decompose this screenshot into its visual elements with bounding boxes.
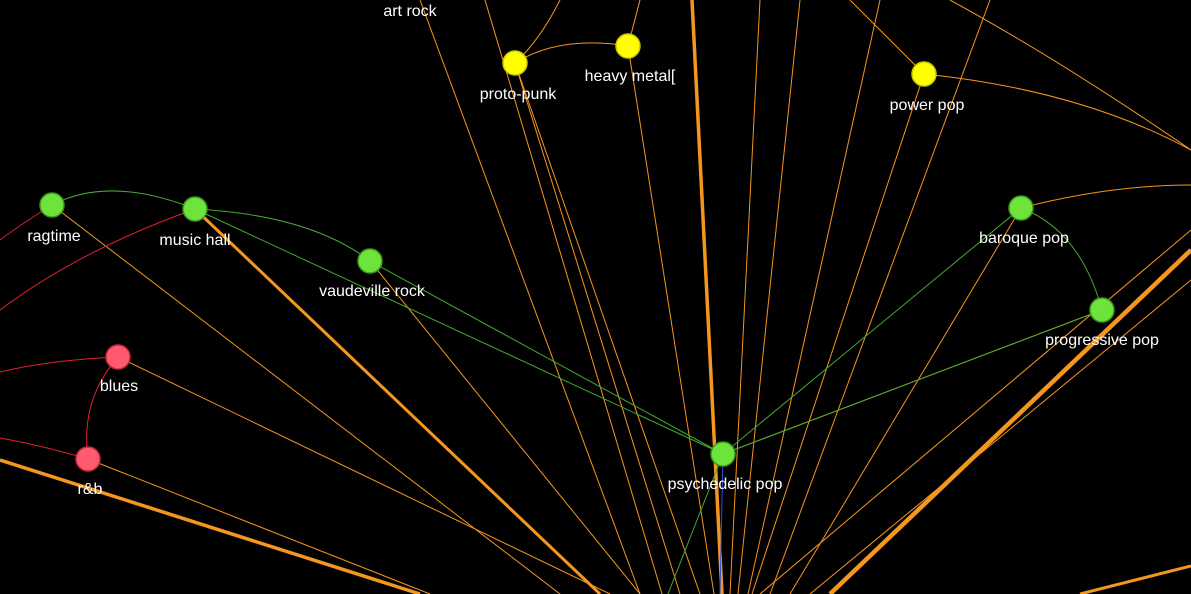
edge-out-8 (949, 0, 1191, 151)
node-proto-punk[interactable]: proto-punk (480, 50, 557, 103)
edge-vaudeville-rock-hub (369, 260, 641, 594)
node-circle-r-and-b[interactable] (75, 446, 101, 472)
node-circle-heavy-metal[interactable] (615, 33, 641, 59)
node-circle-vaudeville-rock[interactable] (357, 248, 383, 274)
edge-music-hall-vaudeville-rock (194, 208, 371, 262)
node-label-proto-punk: proto-punk (480, 86, 557, 103)
edge-proto-punk-hub-a (514, 62, 681, 594)
node-label-heavy-metal: heavy metal[ (585, 68, 676, 85)
node-label-blues: blues (100, 378, 138, 395)
edge-baroque-pop-hub (789, 207, 1022, 594)
node-label-psychedelic-pop: psychedelic pop (668, 476, 783, 493)
edge-out-9 (769, 0, 991, 594)
edge-right-bottom (1079, 564, 1191, 594)
edge-right-thick (828, 248, 1191, 594)
edge-out-7 (747, 0, 881, 594)
node-circle-blues[interactable] (105, 344, 131, 370)
edge-vaudeville-rock-psychedelic-pop (369, 260, 724, 455)
node-r-and-b[interactable]: r&b (75, 446, 103, 498)
node-label-ragtime: ragtime (27, 228, 80, 245)
edge-thick-vertical (690, 0, 724, 594)
edge-ragtime-music-hall (51, 190, 196, 210)
edge-music-hall-hub-thick (193, 207, 602, 594)
edge-baroque-pop-progressive-pop (1020, 207, 1103, 311)
edge-right-1 (759, 229, 1191, 594)
node-label-power-pop: power pop (890, 97, 965, 114)
edge-baroque-pop-psychedelic-pop (722, 207, 1022, 455)
node-heavy-metal[interactable]: heavy metal[ (585, 33, 676, 85)
edge-right-2 (809, 279, 1191, 594)
node-label-art-rock: art rock (383, 3, 437, 20)
nodes-layer: art rock proto-punk heavy metal[ power p… (27, 3, 1159, 498)
node-label-r-and-b: r&b (78, 481, 103, 498)
node-music-hall[interactable]: music hall (159, 196, 231, 249)
edge-psychedelic-pop-blue (719, 453, 724, 594)
node-label-vaudeville-rock: vaudeville rock (319, 283, 426, 300)
edge-blues-left (0, 356, 119, 373)
node-circle-music-hall[interactable] (182, 196, 208, 222)
edge-baroque-pop-right (1020, 184, 1191, 209)
node-power-pop[interactable]: power pop (890, 61, 965, 114)
edge-power-pop-right (923, 73, 1191, 151)
edge-psychedelic-pop-down (667, 453, 724, 594)
node-circle-psychedelic-pop[interactable] (710, 441, 736, 467)
edge-r-and-b-hub (87, 458, 431, 594)
edge-music-hall-psychedelic-pop (194, 208, 724, 455)
node-progressive-pop[interactable]: progressive pop (1045, 297, 1159, 349)
edge-blues-r-and-b (86, 356, 119, 460)
edge-heavy-metal-hub (627, 45, 715, 594)
edge-out-6 (849, 0, 925, 75)
node-circle-progressive-pop[interactable] (1089, 297, 1115, 323)
edge-art-rock-hub (419, 0, 641, 594)
node-circle-power-pop[interactable] (911, 61, 937, 87)
edge-proto-punk-heavy-metal (514, 42, 629, 64)
node-vaudeville-rock[interactable]: vaudeville rock (319, 248, 426, 300)
edge-out-5 (737, 0, 801, 594)
node-baroque-pop[interactable]: baroque pop (979, 195, 1069, 247)
edge-ragtime-hub (51, 204, 561, 594)
edge-r-and-b-left (0, 437, 89, 460)
node-label-music-hall: music hall (159, 232, 230, 249)
edge-power-pop-hub-a (751, 73, 925, 594)
edge-blues-hub (117, 356, 611, 594)
node-label-progressive-pop: progressive pop (1045, 332, 1159, 349)
edge-music-hall-left (0, 208, 196, 311)
edge-left-thick (0, 458, 421, 594)
node-blues[interactable]: blues (100, 344, 138, 395)
edge-out-1 (484, 0, 663, 594)
edge-progressive-pop-psychedelic-pop (722, 309, 1103, 455)
node-ragtime[interactable]: ragtime (27, 192, 81, 245)
edge-proto-punk-hub-b (514, 62, 701, 594)
node-art-rock[interactable]: art rock (383, 3, 437, 20)
node-circle-baroque-pop[interactable] (1008, 195, 1034, 221)
node-label-baroque-pop: baroque pop (979, 230, 1069, 247)
node-circle-proto-punk[interactable] (502, 50, 528, 76)
node-circle-ragtime[interactable] (39, 192, 65, 218)
node-psychedelic-pop[interactable]: psychedelic pop (668, 441, 783, 493)
edge-out-4 (729, 0, 761, 594)
